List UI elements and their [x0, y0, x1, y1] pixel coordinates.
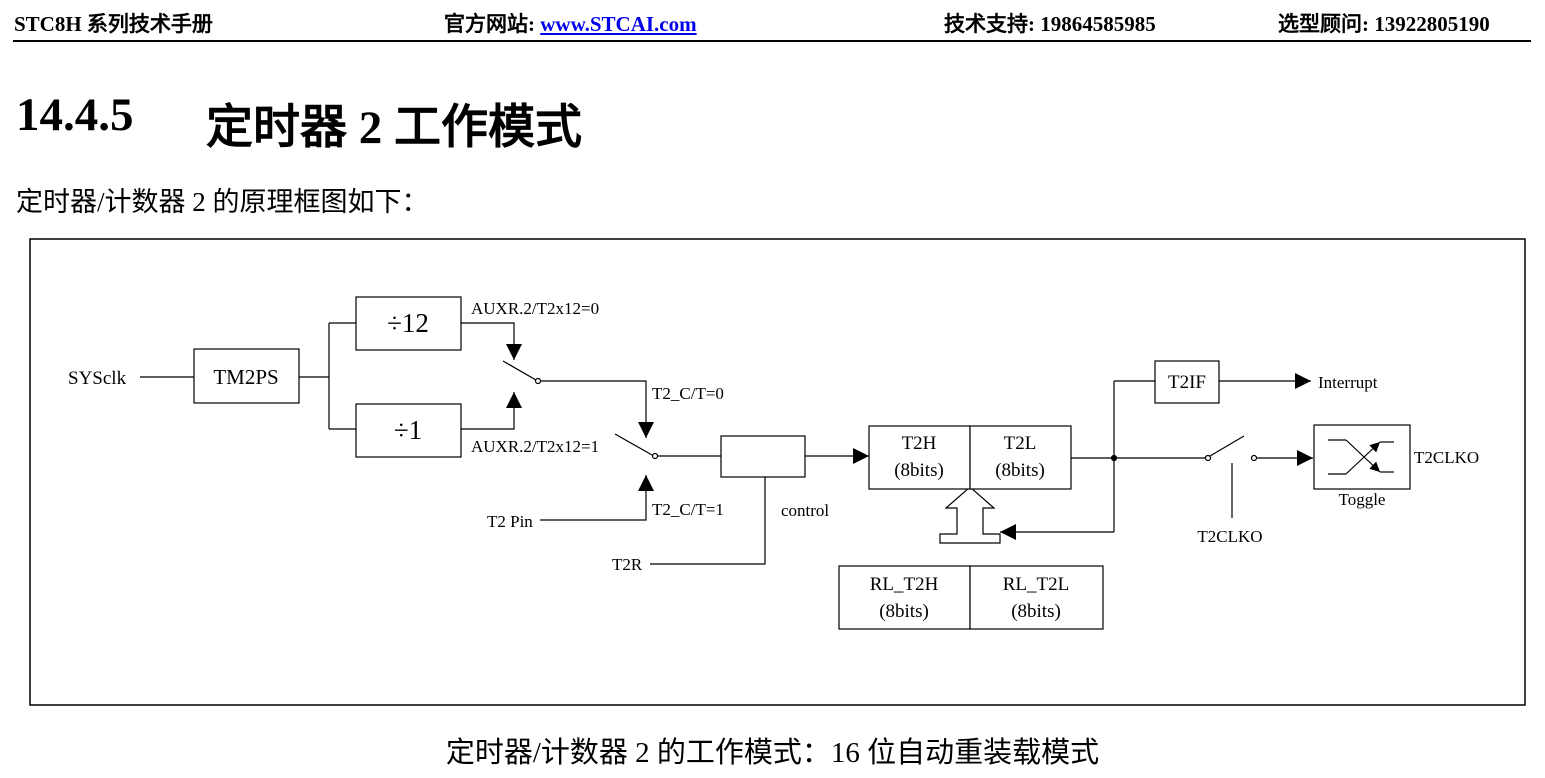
t2if-box	[1154, 360, 1220, 404]
wires	[140, 322, 1313, 565]
control-switch-box	[720, 435, 806, 478]
t2clko-output-label: T2CLKO	[1414, 448, 1479, 467]
ct1-label: T2_C/T=1	[652, 500, 724, 519]
rl-t2l-name: RL_T2L	[1003, 574, 1070, 595]
t2pin-label: T2 Pin	[487, 512, 533, 531]
toggle-symbol	[1328, 439, 1394, 475]
t2if-label: T2IF	[1168, 372, 1206, 393]
rl-t2h-name: RL_T2H	[870, 574, 939, 595]
control-label: control	[781, 501, 829, 520]
t2clko-switch-label: T2CLKO	[1197, 527, 1262, 546]
div12-box	[355, 296, 462, 351]
ct0-label: T2_C/T=0	[652, 384, 724, 403]
boxes	[193, 296, 1411, 630]
interrupt-label: Interrupt	[1318, 373, 1378, 392]
advisor-phone: 选型顾问: 13922805190	[1278, 12, 1490, 36]
t2h-bits: (8bits)	[894, 460, 944, 481]
toggle-box	[1313, 424, 1411, 490]
page-header: STC8H 系列技术手册 官方网站: www.STCAI.com 技术支持: 1…	[0, 0, 1545, 44]
rl-t2l-box	[969, 565, 1104, 630]
section-number: 14.4.5	[16, 89, 134, 141]
div12-label: ÷12	[387, 308, 429, 338]
diagram-frame	[29, 238, 1526, 706]
tm2ps-box	[193, 348, 300, 404]
sysclk-label: SYSclk	[68, 368, 127, 389]
section-title: 定时器 2 工作模式	[206, 102, 582, 154]
figure-caption: 定时器/计数器 2 的工作模式：16 位自动重装载模式	[445, 737, 1100, 769]
t2h-box	[868, 425, 971, 490]
rl-t2l-bits: (8bits)	[1011, 601, 1061, 622]
tm2ps-label: TM2PS	[213, 365, 278, 389]
t2l-bits: (8bits)	[995, 460, 1045, 481]
manual-title: STC8H 系列技术手册	[14, 12, 213, 36]
toggle-label: Toggle	[1339, 490, 1386, 509]
aux1-label: AUXR.2/T2x12=1	[471, 437, 599, 456]
t2l-box	[969, 425, 1072, 490]
t2h-name: T2H	[902, 433, 937, 454]
rl-t2h-bits: (8bits)	[879, 601, 929, 622]
intro-text: 定时器/计数器 2 的原理框图如下：	[16, 187, 429, 217]
div1-label: ÷1	[394, 415, 422, 445]
website: 官方网站: www.STCAI.com	[444, 8, 697, 38]
support-phone: 技术支持: 19864585985	[944, 12, 1156, 36]
header-rule	[13, 40, 1531, 42]
t2l-name: T2L	[1004, 433, 1037, 454]
aux0-label: AUXR.2/T2x12=0	[471, 299, 599, 318]
website-link[interactable]: www.STCAI.com	[540, 12, 697, 36]
div1-box	[355, 403, 462, 458]
reload-arrow	[939, 486, 1001, 544]
t2r-label: T2R	[612, 555, 643, 574]
website-label: 官方网站:	[444, 12, 541, 36]
